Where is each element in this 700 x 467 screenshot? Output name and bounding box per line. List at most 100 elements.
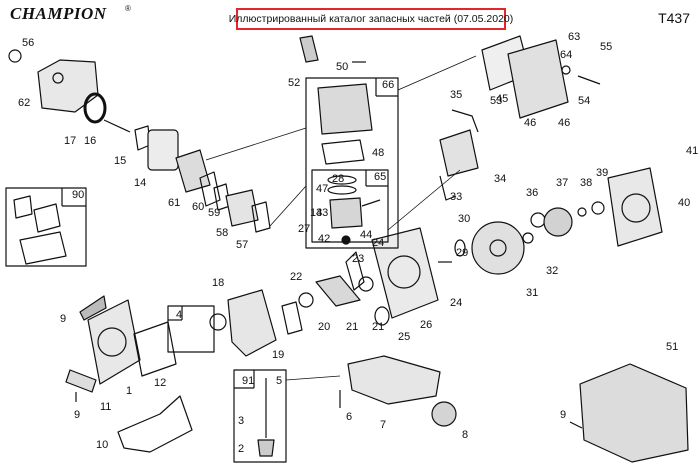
callout-label: 31 — [526, 287, 538, 299]
callout-label: 54 — [578, 95, 590, 107]
box-91-kit — [233, 369, 287, 463]
callout-label: 35 — [450, 89, 462, 101]
callout-label: 5 — [276, 375, 282, 387]
part-66-cylinder — [317, 83, 373, 135]
callout-label: 21 — [372, 321, 384, 333]
box-66-cylinder — [305, 77, 399, 249]
part-44-pin — [361, 199, 381, 207]
callout-label: 38 — [580, 177, 592, 189]
part-31-hub — [489, 239, 507, 257]
part-58-intake — [225, 189, 259, 227]
part-2-fitting — [257, 439, 275, 457]
brand-logo: CHAMPION — [10, 4, 107, 23]
part-23-con-rod — [345, 251, 365, 291]
callout-label: 48 — [372, 147, 384, 159]
part-8-cap — [431, 401, 457, 427]
model-code: T437 — [658, 10, 690, 26]
part-33-wire — [439, 175, 457, 201]
callout-label: 58 — [216, 227, 228, 239]
leader-line — [205, 127, 307, 161]
callout-label: 32 — [546, 265, 558, 277]
callout-label: 61 — [168, 197, 180, 209]
part-12-plate — [133, 321, 177, 377]
callout-label: 3 — [238, 415, 244, 427]
part-56-washer — [8, 49, 22, 63]
part-26-bore — [387, 255, 421, 289]
brand-registered-mark: ® — [125, 4, 131, 13]
part-1-starter-pulley — [97, 327, 127, 357]
callout-label: 1 — [126, 385, 132, 397]
callout-label: 13 — [310, 207, 322, 219]
part-1-starter-handle — [79, 295, 107, 321]
callout-label: 24 — [450, 297, 462, 309]
part-36-washer — [530, 212, 546, 228]
callout-label: 20 — [318, 321, 330, 333]
callout-label: 40 — [678, 197, 690, 209]
part-10-guard — [117, 395, 193, 453]
callout-label: 25 — [398, 331, 410, 343]
part-47-ring-b — [327, 185, 357, 195]
part-63-washer — [561, 65, 571, 75]
callout-label: 62 — [18, 97, 30, 109]
part-25-seal — [374, 306, 390, 326]
part-21-bearing-b — [358, 276, 374, 292]
part-51-engine-cover — [579, 363, 689, 463]
part-35-lead — [451, 109, 479, 133]
part-60-gasket — [199, 171, 221, 207]
callout-label: 56 — [22, 37, 34, 49]
callout-label: 17 — [64, 135, 76, 147]
callout-label: 46 — [558, 117, 570, 129]
part-55-bolt — [577, 75, 601, 85]
callout-label: 60 — [192, 201, 204, 213]
callout-label: 10 — [96, 439, 108, 451]
part-62-cover — [37, 59, 99, 113]
callout-label: 46 — [524, 117, 536, 129]
callout-label: 9 — [74, 409, 80, 421]
part-48-gasket — [321, 139, 365, 165]
callout-label: 2 — [238, 443, 244, 455]
part-34-coil — [439, 129, 479, 177]
part-57-gasket — [251, 201, 271, 233]
part-18-seal — [209, 313, 227, 331]
callout-label: 59 — [208, 207, 220, 219]
callout-label: 14 — [134, 177, 146, 189]
leader-line — [397, 55, 477, 91]
part-40-housing — [607, 167, 663, 247]
callout-label: 53 — [490, 95, 502, 107]
callout-label: 23 — [352, 253, 364, 265]
part-16-bolt — [103, 119, 131, 133]
callout-label: 45 — [496, 93, 508, 105]
callout-label: 64 — [560, 49, 572, 61]
part-30-washer — [454, 239, 466, 257]
callout-label: 63 — [568, 31, 580, 43]
callout-label: 43 — [316, 207, 328, 219]
callout-label: 19 — [272, 349, 284, 361]
part-26-crankcase — [371, 227, 439, 319]
part-43-piston — [329, 197, 363, 229]
callout-label: 33 — [450, 191, 462, 203]
part-47-ring-a — [327, 175, 357, 185]
part-61-carburetor — [175, 149, 211, 193]
leader-lines — [205, 55, 477, 381]
callout-label: 90 — [72, 189, 84, 201]
callout-label: 22 — [290, 271, 302, 283]
callout-label: 42 — [318, 233, 330, 245]
callout-label: 16 — [84, 135, 96, 147]
callout-label: 26 — [420, 319, 432, 331]
callout-label: 51 — [666, 341, 678, 353]
callout-label: 27 — [298, 223, 310, 235]
part-14-filter — [147, 129, 179, 171]
callout-label: 7 — [380, 419, 386, 431]
callout-label: 21 — [346, 321, 358, 333]
callout-label: 30 — [458, 213, 470, 225]
callout-label: 34 — [494, 173, 506, 185]
callout-label: 24 — [372, 237, 384, 249]
part-21-bearing-a — [298, 292, 314, 308]
part-40-center — [621, 193, 651, 223]
part-31-flywheel — [471, 221, 525, 275]
callout-label: 57 — [236, 239, 248, 251]
part-17-ring — [83, 92, 107, 124]
leader-line — [285, 375, 341, 381]
